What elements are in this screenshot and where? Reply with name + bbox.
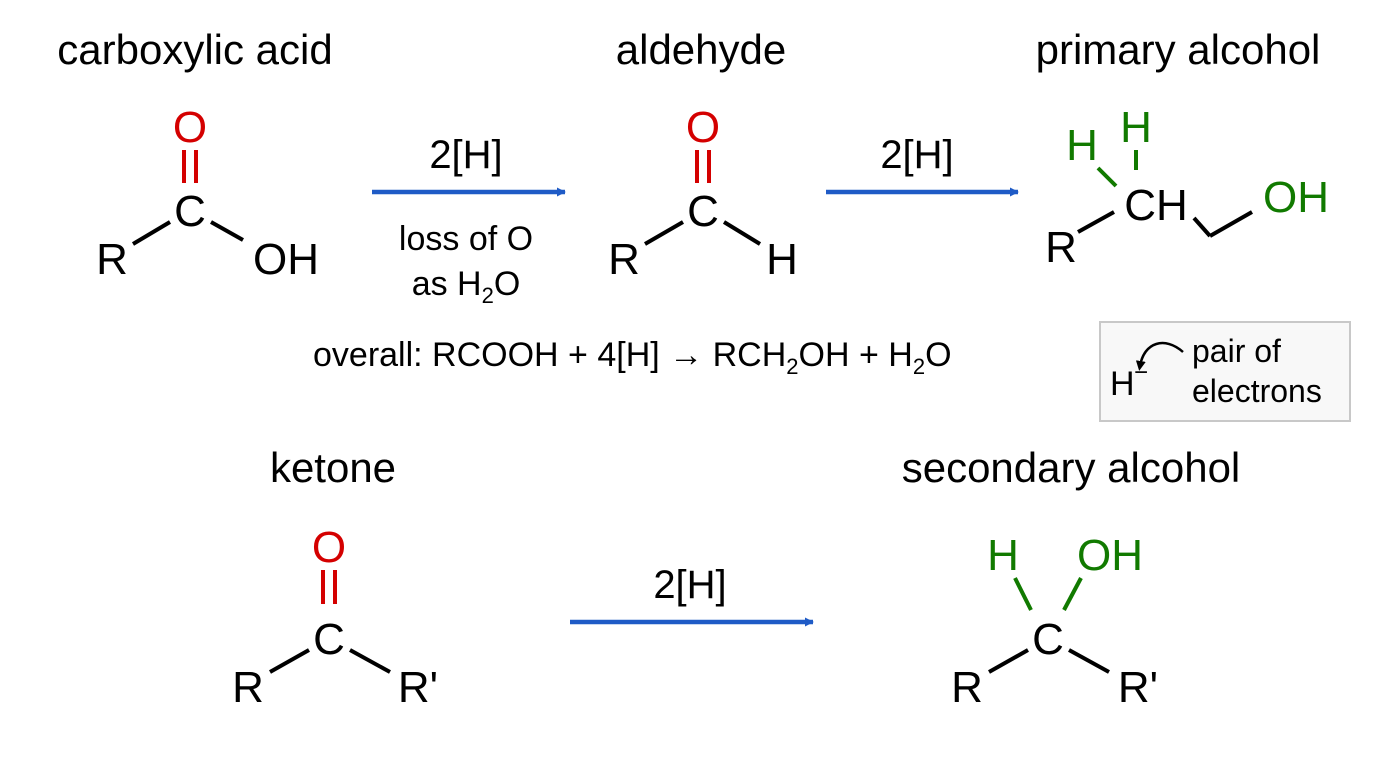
arrow-note-line1: loss of O bbox=[399, 220, 533, 258]
atom-oxygen: O bbox=[686, 103, 720, 152]
primary-alcohol-structure: H H CH R OH bbox=[1045, 103, 1329, 272]
atom-r-prime: R' bbox=[398, 663, 438, 712]
bond-c-r-prime bbox=[349, 648, 391, 674]
atom-h: H bbox=[766, 235, 798, 284]
atom-carbon: C bbox=[313, 615, 345, 664]
bond-h-c-left bbox=[1096, 166, 1118, 188]
reagent-label-3: 2[H] bbox=[653, 563, 726, 607]
atom-r-prime: R' bbox=[1118, 663, 1158, 712]
atom-carbon: C bbox=[174, 187, 206, 236]
aldehyde-structure: O C R H bbox=[608, 103, 798, 284]
hydride-legend: H − pair of electrons bbox=[1099, 321, 1351, 422]
heading-primary-alcohol: primary alcohol bbox=[1036, 26, 1321, 73]
bond-r-c bbox=[269, 648, 310, 674]
overall-middle: OH + H bbox=[799, 336, 913, 374]
atom-oh-added: OH bbox=[1077, 531, 1143, 580]
heading-ketone: ketone bbox=[270, 444, 396, 491]
bond-r-c bbox=[1077, 210, 1115, 234]
reaction-arrow-1: 2[H] loss of O as H2O bbox=[372, 133, 566, 308]
heading-secondary-alcohol: secondary alcohol bbox=[902, 444, 1241, 491]
bond-r-c bbox=[643, 220, 685, 246]
atom-r: R bbox=[1045, 223, 1077, 272]
carboxylic-acid-structure: O C R OH bbox=[96, 103, 319, 284]
atom-h-added: H bbox=[987, 531, 1019, 580]
atom-h-added-left: H bbox=[1066, 121, 1098, 170]
reaction-arrow-2: 2[H] bbox=[826, 133, 1019, 197]
reagent-label-2: 2[H] bbox=[880, 133, 953, 177]
legend-hydride: H bbox=[1110, 365, 1135, 403]
atom-oxygen: O bbox=[312, 523, 346, 572]
overall-prefix: overall: RCOOH + 4[H] → RCH bbox=[313, 336, 786, 374]
overall-suffix: O bbox=[925, 336, 951, 374]
curly-arrow-icon bbox=[1135, 341, 1184, 371]
legend-line1: pair of bbox=[1192, 333, 1281, 369]
reaction-arrow-3: 2[H] bbox=[570, 563, 814, 627]
heading-aldehyde: aldehyde bbox=[616, 26, 786, 73]
reagent-label-1: 2[H] bbox=[429, 133, 502, 177]
ketone-structure: O C R R' bbox=[232, 523, 438, 712]
bond-h-c bbox=[1013, 577, 1033, 611]
bond-r-c bbox=[131, 220, 172, 246]
note-as-h: as H bbox=[412, 265, 482, 303]
atom-r: R bbox=[96, 235, 128, 284]
bond-c-r-prime bbox=[1068, 648, 1110, 674]
atom-oh: OH bbox=[253, 235, 319, 284]
bond-oh-c bbox=[1062, 577, 1083, 611]
legend-box bbox=[1099, 321, 1351, 422]
bond-c-ch2 bbox=[1192, 216, 1212, 238]
atom-r: R bbox=[608, 235, 640, 284]
atom-ch: CH bbox=[1124, 181, 1188, 230]
legend-line2: electrons bbox=[1192, 373, 1322, 409]
atom-carbon: C bbox=[687, 187, 719, 236]
note-subscript-2: 2 bbox=[482, 283, 494, 308]
bond-ch2-oh bbox=[1209, 210, 1253, 238]
atom-carbon: C bbox=[1032, 615, 1064, 664]
overall-sub1: 2 bbox=[786, 354, 798, 379]
note-o: O bbox=[494, 265, 520, 303]
bond-c-oh bbox=[210, 220, 244, 242]
atom-h-added-top: H bbox=[1120, 103, 1152, 152]
atom-r: R bbox=[232, 663, 264, 712]
atom-r: R bbox=[951, 663, 983, 712]
overall-sub2: 2 bbox=[913, 354, 925, 379]
arrow-note-line2: as H2O bbox=[412, 265, 521, 308]
bond-c-h bbox=[722, 220, 762, 246]
overall-equation: overall: RCOOH + 4[H] → RCH2OH + H2O bbox=[313, 336, 952, 379]
secondary-alcohol-structure: H OH C R R' bbox=[951, 531, 1158, 712]
bond-r-c bbox=[988, 648, 1029, 674]
heading-carboxylic-acid: carboxylic acid bbox=[57, 26, 332, 73]
atom-oxygen: O bbox=[173, 103, 207, 152]
atom-oh-added: OH bbox=[1263, 173, 1329, 222]
